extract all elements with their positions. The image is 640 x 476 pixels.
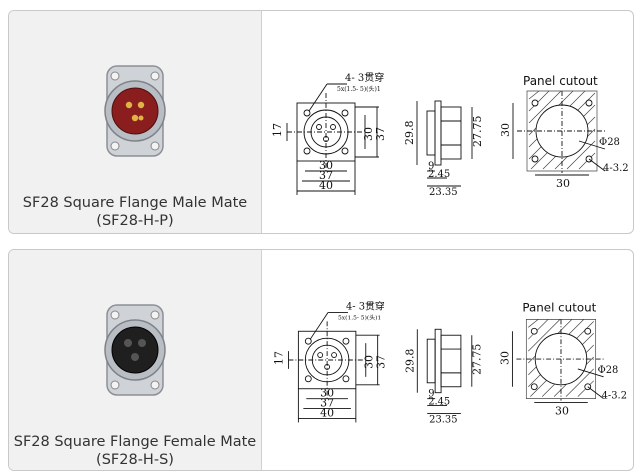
- svg-text:37: 37: [374, 127, 387, 141]
- svg-text:30: 30: [555, 405, 569, 418]
- svg-text:Φ28: Φ28: [599, 137, 620, 148]
- product-card-male: SF28 Square Flange Male Mate (SF28-H-P): [8, 10, 634, 234]
- connector-photo-female: [104, 304, 166, 396]
- svg-text:29.8: 29.8: [403, 349, 416, 373]
- hole-note-sub: 5x(1.5- 5)(头)1: [337, 85, 381, 93]
- product-title: SF28 Square Flange Male Mate (SF28-H-P): [9, 194, 261, 230]
- svg-text:30: 30: [499, 123, 512, 137]
- svg-text:37: 37: [320, 397, 334, 410]
- svg-text:Φ28: Φ28: [598, 365, 619, 376]
- hole-note: 4- 3贯穿: [345, 71, 384, 84]
- svg-text:23.35: 23.35: [429, 187, 458, 198]
- svg-text:30: 30: [363, 355, 376, 369]
- panel-cutout-label: Panel cutout: [523, 74, 598, 88]
- product-model: (SF28-H-S): [96, 452, 174, 468]
- svg-text:37: 37: [319, 169, 333, 182]
- svg-text:4-3.2: 4-3.2: [602, 391, 627, 402]
- svg-text:4-3.2: 4-3.2: [603, 163, 629, 174]
- product-photo-panel: SF28 Square Flange Male Mate (SF28-H-P): [9, 11, 262, 233]
- product-card-female: SF28 Square Flange Female Mate (SF28-H-S…: [8, 249, 634, 471]
- svg-text:30: 30: [319, 159, 333, 172]
- svg-text:40: 40: [319, 179, 333, 192]
- svg-text:17: 17: [273, 351, 286, 365]
- svg-text:27.75: 27.75: [471, 116, 484, 148]
- svg-text:23.35: 23.35: [429, 414, 457, 425]
- technical-drawing: 4- 3贯穿 5x(1.5- 5)(头)1 17 30 37 40 30 37 …: [271, 71, 629, 198]
- svg-text:27.75: 27.75: [471, 344, 484, 375]
- svg-text:9: 9: [428, 389, 434, 400]
- svg-text:17: 17: [271, 123, 284, 137]
- svg-text:29.8: 29.8: [403, 121, 416, 146]
- svg-text:30: 30: [556, 177, 570, 190]
- svg-text:30: 30: [320, 387, 334, 400]
- svg-text:37: 37: [375, 355, 388, 369]
- svg-text:40: 40: [320, 406, 334, 419]
- technical-drawing: 4- 3贯穿 5x(1.5- 5)(头)1 17 30 37 40 30 37 …: [273, 299, 627, 425]
- hole-note: 4- 3贯穿: [346, 299, 385, 312]
- svg-text:9: 9: [428, 161, 434, 172]
- svg-text:2.45: 2.45: [428, 169, 450, 180]
- product-model: (SF28-H-P): [96, 213, 174, 229]
- svg-text:30: 30: [498, 351, 511, 365]
- hole-note-sub: 5x(1.5- 5)(头)1: [338, 313, 381, 321]
- product-title: SF28 Square Flange Female Mate (SF28-H-S…: [9, 433, 261, 469]
- panel-cutout-label: Panel cutout: [522, 300, 596, 314]
- product-photo-panel: SF28 Square Flange Female Mate (SF28-H-S…: [9, 250, 262, 470]
- svg-text:2.45: 2.45: [428, 397, 450, 408]
- svg-text:30: 30: [362, 127, 375, 141]
- connector-photo-male: [104, 65, 166, 157]
